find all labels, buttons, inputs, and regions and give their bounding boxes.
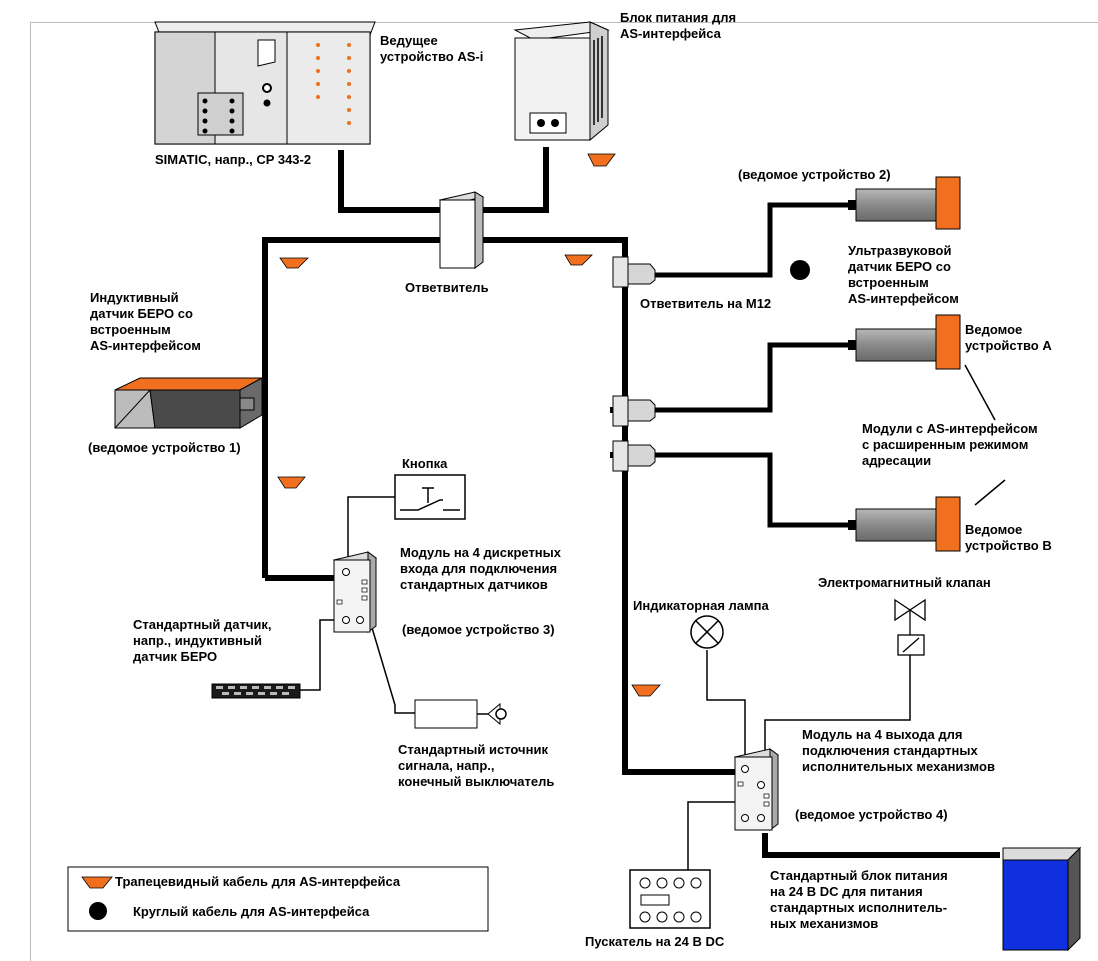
legend	[67, 866, 489, 932]
label-starter: Пускатель на 24 В DC	[585, 934, 725, 949]
label-std-sensor: Стандартный датчик, напр., индуктивный д…	[133, 617, 272, 664]
label-slave-a: Ведомое устройство A	[965, 322, 1052, 353]
label-slave4: (ведомое устройство 4)	[795, 807, 948, 822]
label-std-psu: Стандартный блок питания на 24 В DC для …	[770, 868, 948, 931]
cable-to-slave2	[650, 202, 850, 278]
indicator-lamp-symbol	[690, 615, 724, 649]
legend-flat-cable-icon	[81, 876, 113, 889]
as-i-power-supply	[513, 21, 610, 142]
label-slave3: (ведомое устройство 3)	[402, 622, 555, 637]
label-button: Кнопка	[402, 456, 448, 471]
label-module-in: Модуль на 4 дискретных входа для подключ…	[400, 545, 561, 592]
wire-std-source	[369, 620, 415, 714]
label-master: Ведущее устройство AS-i	[380, 33, 484, 64]
pointer-line-a	[964, 364, 996, 421]
wire-lamp	[706, 650, 746, 770]
tap-coupler-b	[612, 440, 656, 472]
input-module	[332, 551, 378, 633]
label-ext-modules: Модули с AS-интерфейсом с расширенным ре…	[862, 421, 1038, 468]
standard-sensor	[211, 683, 301, 699]
cable-to-std-psu	[762, 833, 1000, 858]
label-std-source: Стандартный источник сигнала, напр., кон…	[398, 742, 555, 789]
standard-power-supply	[1002, 846, 1082, 952]
label-module-out: Модуль на 4 выхода для подключения станд…	[802, 727, 995, 774]
sensor-slave-a	[848, 314, 961, 370]
label-ultrasonic: Ультразвуковой датчик БЕРО со встроенным…	[848, 243, 959, 306]
label-lamp: Индикаторная лампа	[633, 598, 769, 613]
cable-to-slave-a	[655, 342, 850, 413]
label-slave1: (ведомое устройство 1)	[88, 440, 241, 455]
legend-round-cable-icon	[89, 902, 107, 920]
round-cable-section	[790, 260, 810, 280]
wire-button	[347, 496, 395, 568]
flat-cable-marker	[279, 257, 309, 269]
flat-cable-marker	[564, 254, 593, 266]
label-slave-b: Ведомое устройство B	[965, 522, 1052, 553]
legend-round-label: Круглый кабель для AS-интерфейса	[133, 904, 370, 919]
as-i-master-device	[154, 21, 376, 145]
flat-cable-markers	[277, 153, 661, 697]
cable-psu-to-coupler	[480, 147, 549, 213]
label-power-supply: Блок питания для AS-интерфейса	[620, 10, 737, 41]
tap-coupler-a	[612, 395, 656, 427]
frame-left-line	[30, 22, 31, 961]
label-solenoid: Электромагнитный клапан	[818, 575, 991, 590]
wire-starter	[687, 801, 745, 870]
label-inductive: Индуктивный датчик БЕРО со встроенным AS…	[90, 290, 201, 353]
label-simatic: SIMATIC, напр., CP 343-2	[155, 152, 312, 167]
legend-trapezoid-label: Трапецевидный кабель для AS-интерфейса	[115, 874, 401, 889]
solenoid-valve-symbol	[894, 598, 926, 656]
button-symbol	[394, 474, 466, 520]
starter-device	[629, 869, 711, 929]
output-module	[733, 748, 780, 831]
label-coupler-m12: Ответвитель на M12	[640, 296, 772, 311]
frame-top-line	[30, 22, 1098, 23]
label-slave2: (ведомое устройство 2)	[738, 167, 891, 182]
cable-to-slave-b	[655, 452, 850, 528]
coupler-box	[438, 191, 485, 269]
thin-wires	[300, 364, 1006, 870]
cable-master-to-coupler	[338, 150, 440, 213]
inductive-bero-sensor	[114, 377, 263, 429]
round-cables	[650, 202, 850, 528]
label-coupler: Ответвитель	[405, 280, 489, 295]
limit-switch	[414, 699, 507, 729]
pointer-line-b	[974, 479, 1006, 506]
ultrasonic-sensor-slave2	[848, 176, 961, 230]
flat-cable-marker	[277, 476, 306, 489]
flat-cable-marker	[587, 153, 616, 167]
flat-cable-marker	[631, 684, 661, 697]
cable-main-loop	[262, 237, 735, 775]
m12-coupler	[612, 256, 656, 288]
sensor-slave-b	[848, 496, 961, 552]
